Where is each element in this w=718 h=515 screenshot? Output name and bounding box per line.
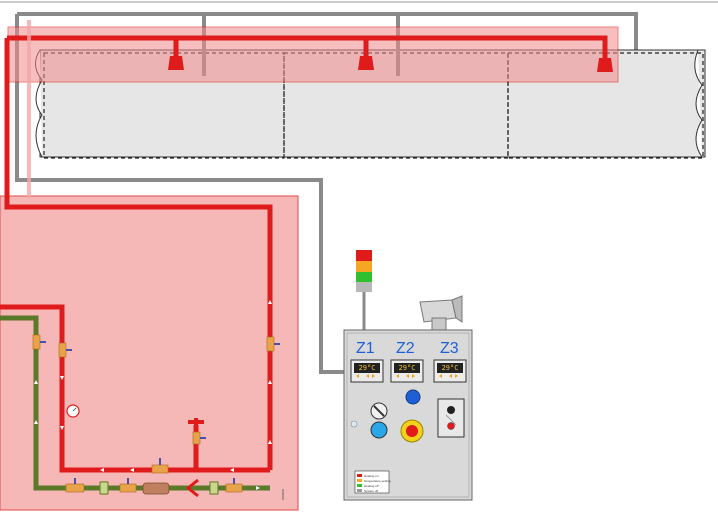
legend-item-3: Heating off (364, 484, 379, 488)
hot-pipe-top (7, 35, 608, 60)
selector-switch-icon[interactable] (370, 402, 388, 420)
zone-label-3: Z3 (440, 340, 459, 357)
zone-display-2 (390, 359, 424, 383)
zone-section-3 (507, 52, 704, 159)
pressure-gauge-icon (66, 404, 80, 418)
zone-temp-3: 29°C (441, 364, 459, 372)
signal-tower (356, 250, 372, 330)
zone-temp-2: 29°C (398, 364, 416, 372)
key-switch-box (437, 398, 465, 438)
zone-temp-1: 29°C (358, 364, 376, 372)
branch-cap (188, 418, 204, 428)
heated-overlay-top (7, 26, 619, 83)
legend-box (354, 470, 390, 494)
heated-overlay-riser (27, 20, 31, 198)
zone-label-1: Z1 (356, 340, 375, 357)
heated-overlay-room (0, 195, 299, 511)
reset-button[interactable] (370, 421, 388, 439)
nozzles (168, 56, 613, 72)
legend-item-2: Temperature setting (364, 479, 391, 483)
legend-item-4: System off (364, 489, 379, 493)
zone-display-1 (350, 359, 384, 383)
indicator-lamp (350, 420, 358, 428)
blue-button[interactable] (405, 389, 421, 405)
emergency-stop-button[interactable] (400, 419, 424, 443)
zone-label-2: Z2 (396, 340, 415, 357)
siren-icon (419, 295, 463, 331)
pump-assembly (99, 478, 219, 498)
valve-handles (40, 341, 280, 484)
legend-item-1: Heating on (364, 474, 379, 478)
zone-display-3 (433, 359, 467, 383)
